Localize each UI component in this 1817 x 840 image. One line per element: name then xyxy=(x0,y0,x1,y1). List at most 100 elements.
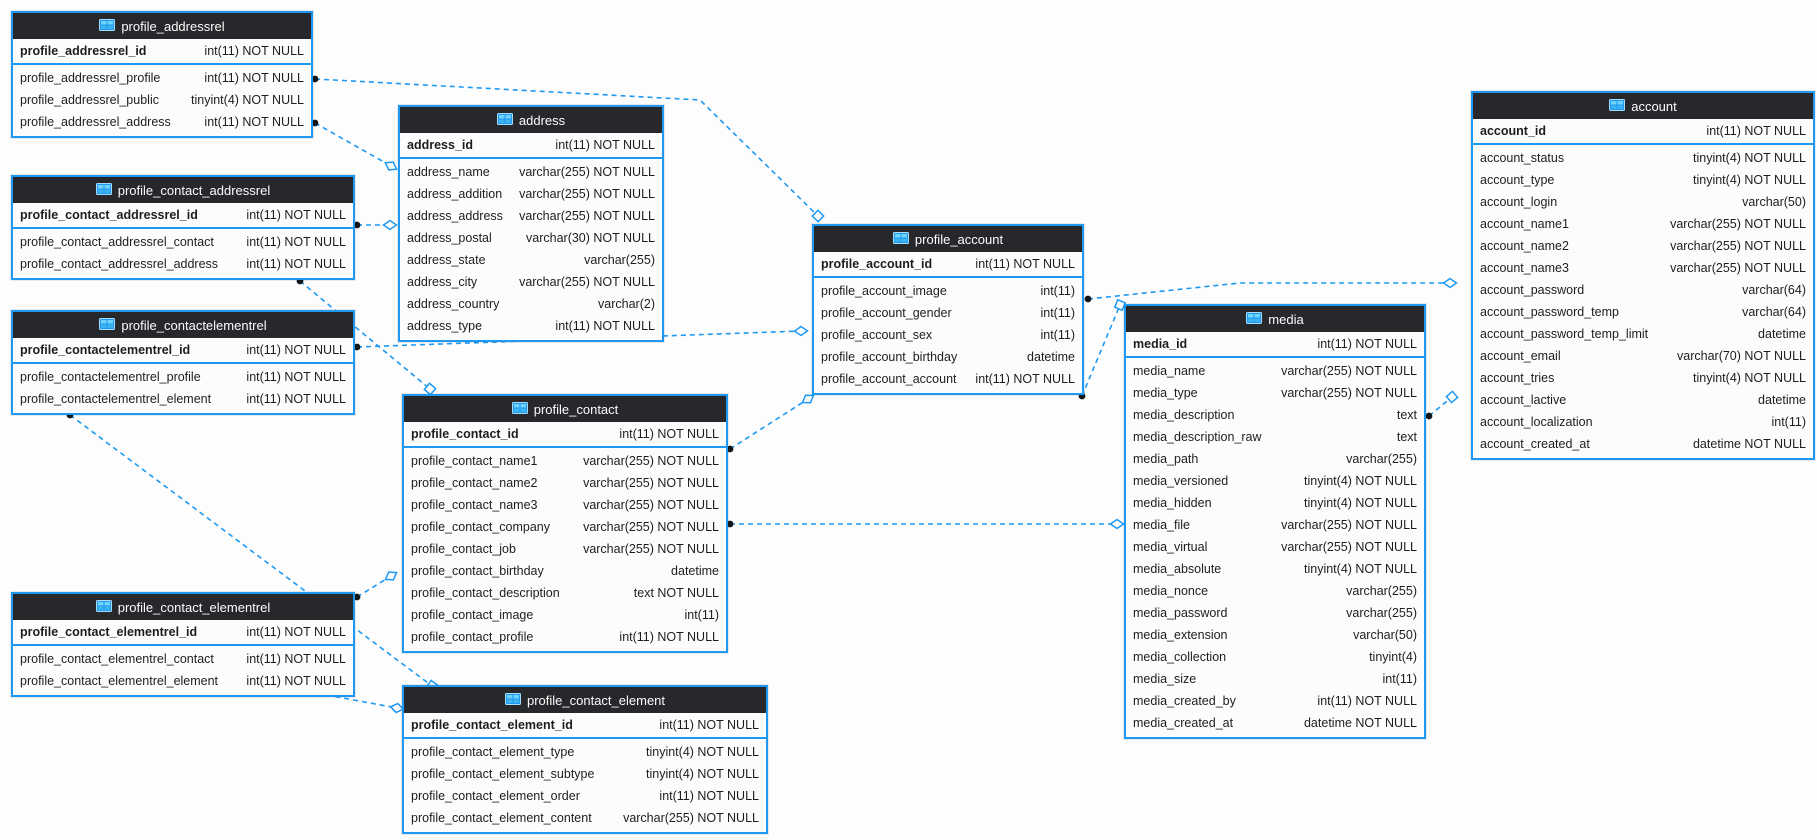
table-header[interactable]: profile_contact_element xyxy=(404,687,766,713)
relationship-line[interactable] xyxy=(314,122,392,167)
table-header[interactable]: profile_contact_elementrel xyxy=(13,594,353,620)
relationship-line[interactable] xyxy=(1081,304,1121,397)
relationship-profile_contactelementrel-to-profile_account[interactable] xyxy=(353,325,809,351)
relationship-line[interactable] xyxy=(356,575,392,598)
table-header[interactable]: profile_addressrel xyxy=(13,13,311,39)
relationship-line[interactable] xyxy=(729,398,809,450)
table-header[interactable]: profile_account xyxy=(814,226,1082,252)
table-header[interactable]: profile_contact xyxy=(404,396,726,422)
relationship-line[interactable] xyxy=(1087,282,1450,300)
relationship-line[interactable] xyxy=(69,414,433,687)
relationship-line[interactable] xyxy=(314,78,819,217)
relationship-line[interactable] xyxy=(1428,396,1453,417)
table-header[interactable]: account xyxy=(1473,93,1813,119)
table-header[interactable]: media xyxy=(1126,306,1424,332)
table-header[interactable]: profile_contactelementrel xyxy=(13,312,353,338)
table-header[interactable]: address xyxy=(400,107,662,133)
relationship-profile_account-to-media[interactable] xyxy=(1078,298,1127,400)
relationship-profile_addressrel-to-profile_account[interactable] xyxy=(311,75,825,223)
relationship-profile_contact_elementrel-to-profile_contact[interactable] xyxy=(353,569,399,601)
relationship-media-to-account[interactable] xyxy=(1425,390,1459,420)
relationship-profile_addressrel-to-address[interactable] xyxy=(311,119,399,174)
relationship-line[interactable] xyxy=(299,280,431,390)
relationship-profile_contact-to-profile_account[interactable] xyxy=(726,392,816,453)
relationship-profile_contact-to-media[interactable] xyxy=(726,518,1125,530)
